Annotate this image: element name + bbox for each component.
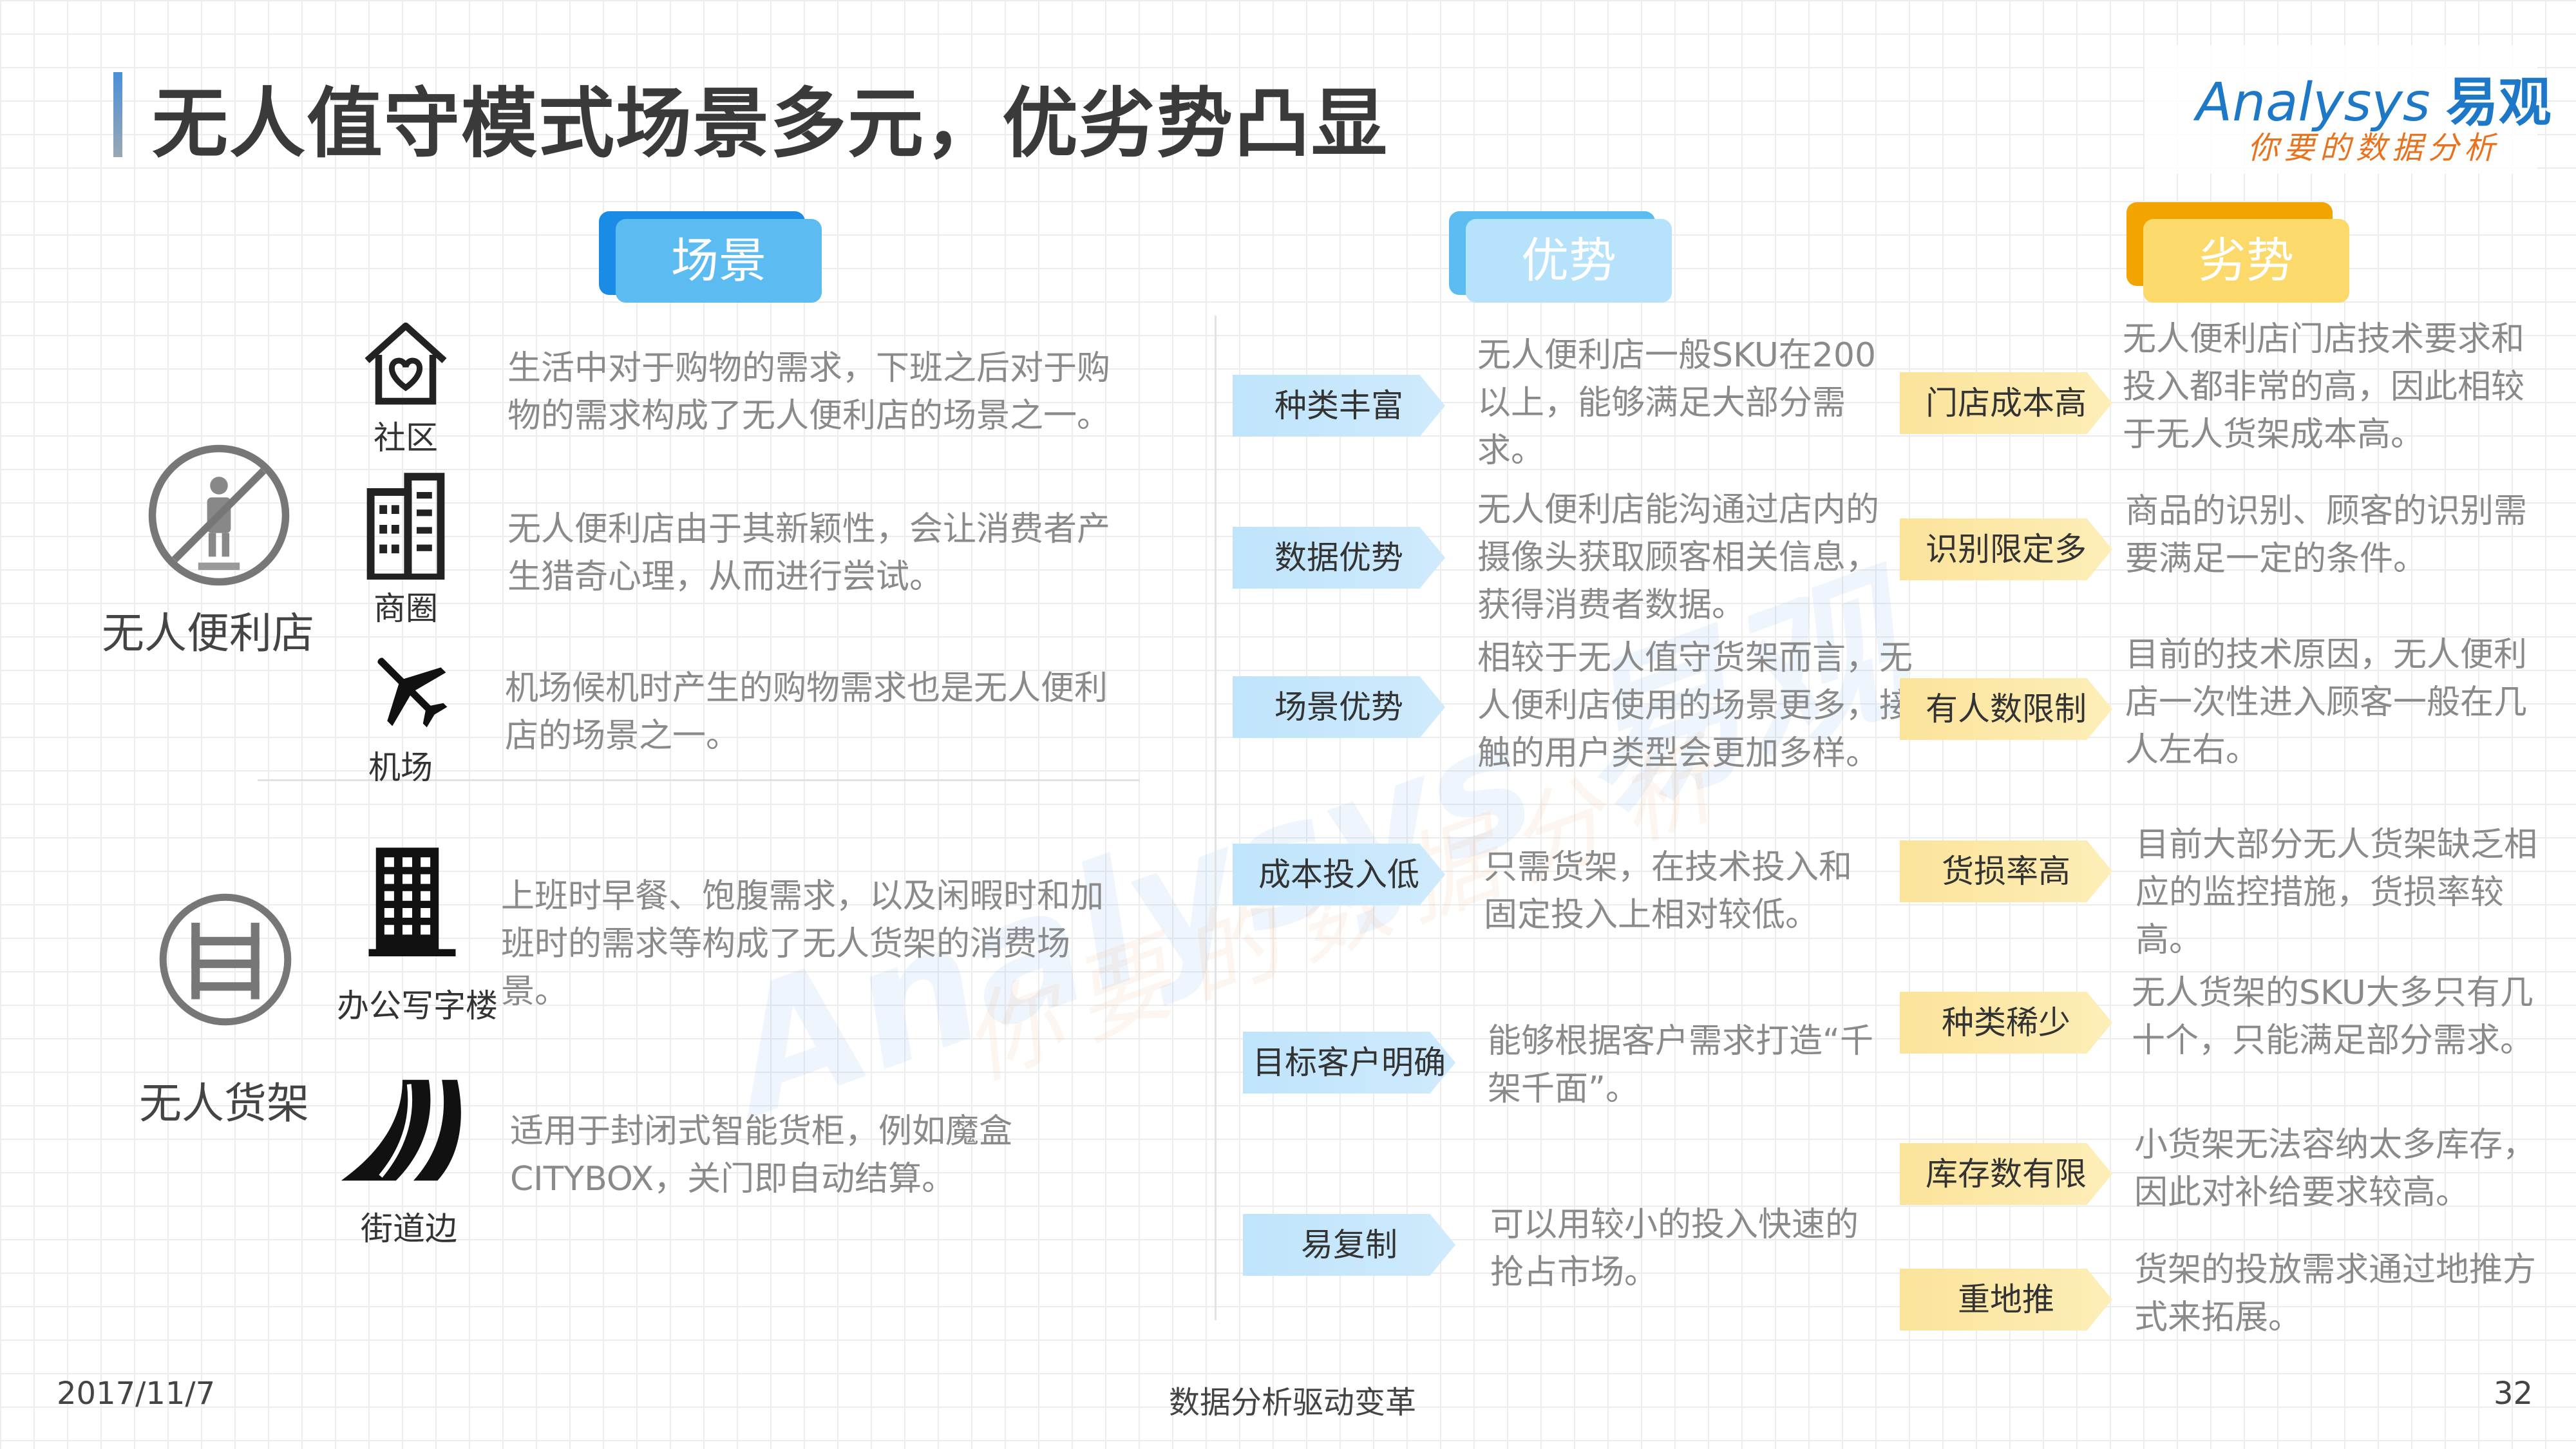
advantage-tag-target: 目标客户明确 [1243, 1032, 1455, 1094]
column-divider [1215, 316, 1217, 1320]
disadvantage-text-recognition: 商品的识别、顾客的识别需要满足一定的条件。 [2125, 492, 2528, 578]
logo-brand: Analysys [2196, 72, 2430, 133]
advantage-text-replicable: 可以用较小的投入快速的抢占市场。 [1490, 1206, 1859, 1292]
disadvantage-tag-loss-rate: 货损率高 [1900, 840, 2112, 902]
scene-desc-business-district: 无人便利店由于其新颖性，会让消费者产生猎奇心理，从而进行尝试。 [507, 510, 1111, 596]
scene-desc-community: 生活中对于购物的需求，下班之后对于购物的需求构成了无人便利店的场景之一。 [507, 349, 1111, 435]
disadvantage-text-store-cost: 无人便利店门店技术要求和投入都非常的高，因此相较于无人货架成本高。 [2123, 320, 2525, 454]
office-building-icon [361, 837, 464, 960]
logo-area [2145, 45, 2537, 174]
page-title: 无人值守模式场景多元，优劣势凸显 [152, 79, 1389, 168]
scene-label-street: 街道边 [361, 1210, 457, 1247]
page-number: 32 [2494, 1376, 2533, 1412]
footer-slogan: 数据分析驱动变革 [1169, 1385, 1417, 1421]
building-icon [354, 470, 457, 580]
disadvantage-text-loss-rate: 目前大部分无人货架缺乏相应的监控措施，货损率较高。 [2136, 826, 2538, 960]
scene-label-office: 办公写字楼 [337, 987, 498, 1025]
disadvantage-text-few-types: 无人货架的SKU大多只有几十个，只能满足部分需求。 [2132, 974, 2534, 1060]
advantage-text-variety: 无人便利店一般SKU在200以上，能够满足大部分需求。 [1477, 336, 1877, 470]
footer-date: 2017/11/7 [57, 1376, 216, 1412]
title-accent-bar [113, 72, 122, 157]
section-header-disadvantage: 劣势 [2143, 219, 2349, 303]
disadvantage-tag-people-limit: 有人数限制 [1900, 678, 2112, 740]
scene-desc-airport: 机场候机时产生的购物需求也是无人便利店的场景之一。 [505, 669, 1108, 755]
road-icon [335, 1072, 470, 1188]
scene-label-airport: 机场 [368, 749, 433, 786]
airplane-icon [357, 641, 460, 737]
scene-desc-office: 上班时早餐、饱腹需求，以及闲暇时和加班时的需求等构成了无人货架的消费场景。 [501, 877, 1104, 1011]
house-heart-icon [354, 314, 457, 411]
scene-label-business-district: 商圈 [374, 590, 438, 627]
shelf-icon [148, 882, 303, 1037]
advantage-text-target: 能够根据客户需求打造“千架千面”。 [1488, 1022, 1873, 1108]
disadvantage-tag-recognition: 识别限定多 [1900, 518, 2112, 580]
scene-desc-street: 适用于封闭式智能货柜，例如魔盒CITYBOX，关门即自动结算。 [510, 1112, 1013, 1198]
disadvantage-text-ground-push: 货架的投放需求通过地推方式来拓展。 [2134, 1251, 2537, 1337]
section-header-scene: 场景 [616, 219, 822, 303]
disadvantage-text-people-limit: 目前的技术原因，无人便利店一次性进入顾客一般在几人左右。 [2125, 636, 2528, 770]
scene-divider [258, 779, 1140, 781]
disadvantage-tag-inventory: 库存数有限 [1900, 1143, 2112, 1205]
advantage-text-low-cost: 只需货架，在技术投入和固定投入上相对较低。 [1484, 848, 1853, 934]
advantage-tag-low-cost: 成本投入低 [1233, 844, 1445, 905]
logo-cn: 易观 [2445, 72, 2552, 133]
logo-slogan: 你要的数据分析 [2248, 130, 2501, 166]
disadvantage-tag-ground-push: 重地推 [1900, 1269, 2112, 1331]
no-person-icon [142, 438, 296, 592]
section-header-advantage: 优势 [1466, 219, 1672, 303]
advantage-text-scene: 相较于无人值守货架而言，无人便利店使用的场景更多，接触的用户类型会更加多样。 [1477, 639, 1913, 773]
category-label-shelf: 无人货架 [139, 1079, 309, 1128]
advantage-tag-replicable: 易复制 [1243, 1214, 1455, 1276]
advantage-tag-data: 数据优势 [1233, 527, 1445, 589]
scene-label-community: 社区 [374, 419, 438, 457]
disadvantage-tag-few-types: 种类稀少 [1900, 992, 2112, 1054]
advantage-tag-scene: 场景优势 [1233, 676, 1445, 738]
disadvantage-tag-store-cost: 门店成本高 [1900, 372, 2112, 434]
category-label-store: 无人便利店 [102, 609, 314, 658]
disadvantage-text-inventory: 小货架无法容纳太多库存，因此对补给要求较高。 [2134, 1126, 2537, 1212]
advantage-text-data: 无人便利店能沟通过店内的摄像头获取顾客相关信息，获得消费者数据。 [1477, 491, 1880, 625]
advantage-tag-variety: 种类丰富 [1233, 375, 1445, 437]
